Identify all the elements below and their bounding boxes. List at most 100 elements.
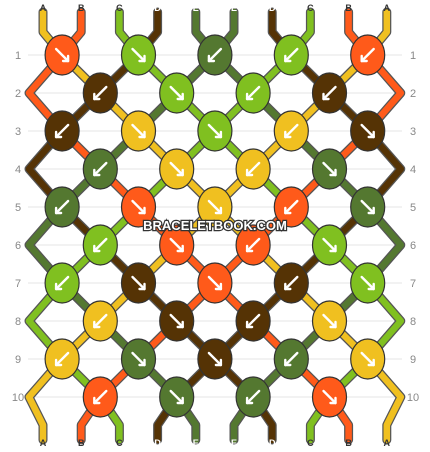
- knot-arrow-icon: [322, 389, 337, 405]
- knot-arrow-icon: [93, 389, 108, 405]
- knot-arrow-head-icon: [245, 244, 254, 253]
- knot-arrow-head-icon: [61, 54, 70, 63]
- row-number-left: 2: [15, 88, 21, 100]
- string-letter-label: A: [40, 438, 47, 448]
- row-number-right: 9: [410, 354, 416, 366]
- knot-arrow-icon: [245, 237, 261, 253]
- row-number-left: 6: [15, 240, 21, 252]
- knot-arrow-head-icon: [245, 396, 254, 405]
- string-letter-label: B: [345, 438, 352, 448]
- knot-arrow-head-icon: [329, 244, 337, 253]
- string-letter-label: C: [116, 3, 123, 13]
- knot-arrow-head-icon: [207, 54, 216, 63]
- knot-arrow-icon: [93, 237, 108, 253]
- knot-arrow-head-icon: [360, 54, 368, 63]
- knot-arrow-head-icon: [176, 396, 184, 405]
- knot-arrow-icon: [169, 161, 184, 177]
- row-number-left: 4: [15, 164, 21, 176]
- row-number-right: 2: [410, 88, 416, 100]
- row-number-left: 3: [15, 126, 21, 138]
- knot-arrow-icon: [360, 199, 375, 215]
- knot-arrow-icon: [131, 47, 146, 63]
- knot-arrow-head-icon: [329, 168, 337, 177]
- row-number-right: 3: [410, 126, 416, 138]
- knot-arrow-icon: [131, 351, 146, 367]
- row-number-right: 10: [407, 392, 419, 404]
- knot-arrow-head-icon: [245, 168, 254, 177]
- knot-arrow-head-icon: [93, 320, 101, 329]
- knot-arrow-head-icon: [367, 358, 375, 367]
- knot-arrow-icon: [93, 313, 108, 329]
- knot-arrow-icon: [131, 123, 146, 139]
- knot-arrow-head-icon: [176, 244, 184, 253]
- knot-arrow-head-icon: [322, 92, 330, 101]
- knots: [44, 34, 386, 418]
- row-number-left: 9: [15, 354, 21, 366]
- knot-arrow-head-icon: [54, 206, 63, 215]
- knot-arrow-icon: [245, 85, 261, 101]
- knot-arrow-head-icon: [367, 282, 375, 291]
- knot-arrow-icon: [360, 47, 375, 63]
- knot-arrow-icon: [131, 199, 146, 215]
- knot-arrow-icon: [207, 275, 223, 291]
- knot-arrow-head-icon: [93, 168, 101, 177]
- row-number-right: 6: [410, 240, 416, 252]
- knot-arrow-icon: [284, 351, 299, 367]
- string-letter-label: A: [384, 438, 391, 448]
- knot-arrow-head-icon: [54, 358, 63, 367]
- knot-arrow-icon: [54, 47, 70, 63]
- knot-arrow-head-icon: [214, 358, 223, 367]
- knot-arrow-head-icon: [329, 396, 337, 405]
- knot-arrow-icon: [322, 161, 337, 177]
- string-letter-label: D: [154, 438, 161, 448]
- knot-arrow-head-icon: [93, 396, 101, 405]
- row-number-left: 5: [15, 202, 21, 214]
- row-number-left: 1: [15, 50, 21, 62]
- string-letter-label: E: [231, 3, 237, 13]
- knot-arrow-icon: [169, 389, 184, 405]
- knot-arrow-icon: [322, 237, 337, 253]
- string-letter-label: E: [193, 3, 199, 13]
- knot-arrow-head-icon: [284, 206, 292, 215]
- knot-arrow-head-icon: [284, 130, 292, 139]
- knot-arrow-icon: [360, 351, 375, 367]
- string-letter-label: B: [78, 3, 85, 13]
- knot-arrow-icon: [54, 199, 70, 215]
- knot-arrow-icon: [360, 123, 375, 139]
- row-number-right: 7: [410, 278, 416, 290]
- knot-arrow-head-icon: [138, 54, 146, 63]
- knot-arrow-head-icon: [284, 282, 292, 291]
- knot-arrow-head-icon: [329, 320, 337, 329]
- knot-arrow-icon: [169, 85, 184, 101]
- knot-arrow-head-icon: [367, 130, 375, 139]
- string-letter-label: E: [193, 438, 199, 448]
- string-letter-label: A: [384, 3, 391, 13]
- knot-arrow-icon: [54, 123, 70, 139]
- string-letter-label: E: [231, 438, 237, 448]
- string-letter-label: C: [307, 438, 314, 448]
- knot-arrow-icon: [245, 313, 261, 329]
- row-number-right: 1: [410, 50, 416, 62]
- row-number-left: 8: [15, 316, 21, 328]
- knot-arrow-icon: [54, 275, 70, 291]
- knot-arrow-icon: [245, 161, 261, 177]
- row-number-right: 8: [410, 316, 416, 328]
- knot-arrow-icon: [207, 351, 223, 367]
- knot-arrow-icon: [322, 85, 337, 101]
- string-letter-label: C: [307, 3, 314, 13]
- string-letter-label: A: [40, 3, 47, 13]
- knot-arrow-head-icon: [138, 206, 146, 215]
- knot-arrow-head-icon: [214, 282, 223, 291]
- knot-arrow-icon: [169, 313, 184, 329]
- knot-arrow-head-icon: [93, 244, 101, 253]
- knot-arrow-head-icon: [176, 320, 184, 329]
- knot-arrow-icon: [207, 199, 223, 215]
- knot-arrow-head-icon: [245, 92, 254, 101]
- knot-arrow-icon: [322, 313, 337, 329]
- knot-arrow-icon: [131, 275, 146, 291]
- knot-arrow-head-icon: [93, 92, 101, 101]
- watermark: BRACELETBOOK.COM: [143, 218, 287, 233]
- knot-arrow-head-icon: [138, 358, 146, 367]
- knot-arrow-icon: [54, 351, 70, 367]
